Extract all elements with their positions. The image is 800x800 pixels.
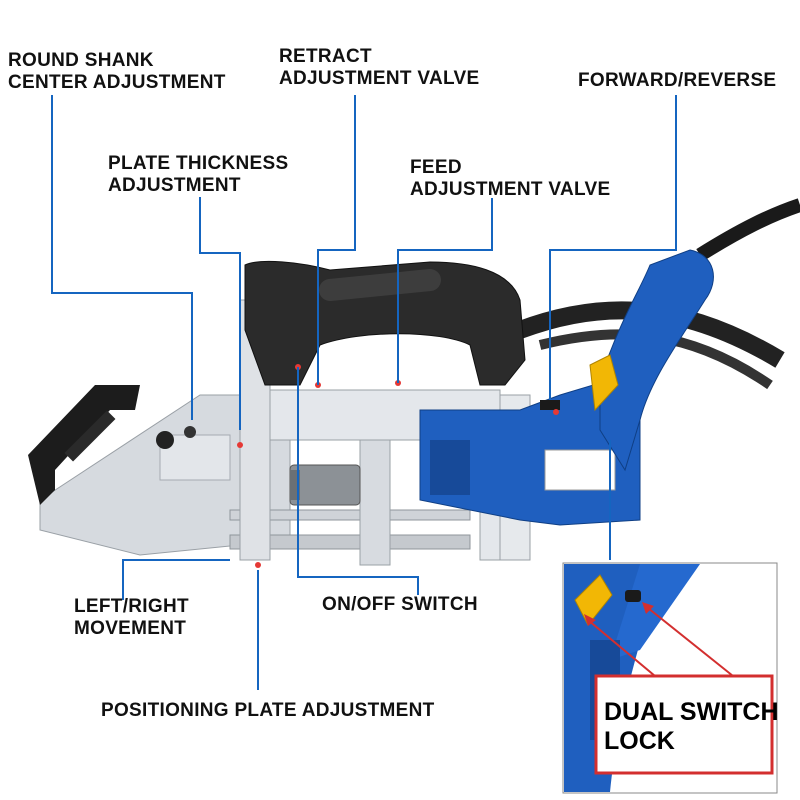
power-cable	[696, 198, 800, 261]
rear-grip	[599, 249, 714, 472]
guide-rail	[229, 534, 471, 550]
front-handle	[28, 385, 140, 505]
main-handle	[244, 260, 526, 386]
label-left-right: LEFT/RIGHT MOVEMENT	[74, 596, 189, 639]
label-on-off: ON/OFF SWITCH	[322, 594, 478, 615]
drill-chuck	[289, 464, 361, 506]
label-positioning-plate: POSITIONING PLATE ADJUSTMENT	[101, 700, 435, 721]
leader-lines	[51, 95, 677, 690]
inset-panel	[562, 562, 778, 794]
label-retract-valve: RETRACT ADJUSTMENT VALVE	[279, 46, 480, 89]
label-plate-thickness: PLATE THICKNESS ADJUSTMENT	[108, 153, 289, 196]
callout-box	[594, 674, 774, 775]
label-dual-switch-lock: DUAL SWITCH LOCK	[604, 698, 779, 755]
label-forward-reverse: FORWARD/REVERSE	[578, 70, 777, 91]
label-round-shank: ROUND SHANK CENTER ADJUSTMENT	[8, 50, 226, 93]
trigger	[589, 354, 619, 412]
label-feed-valve: FEED ADJUSTMENT VALVE	[410, 157, 611, 200]
forward-reverse-switch	[540, 400, 560, 410]
